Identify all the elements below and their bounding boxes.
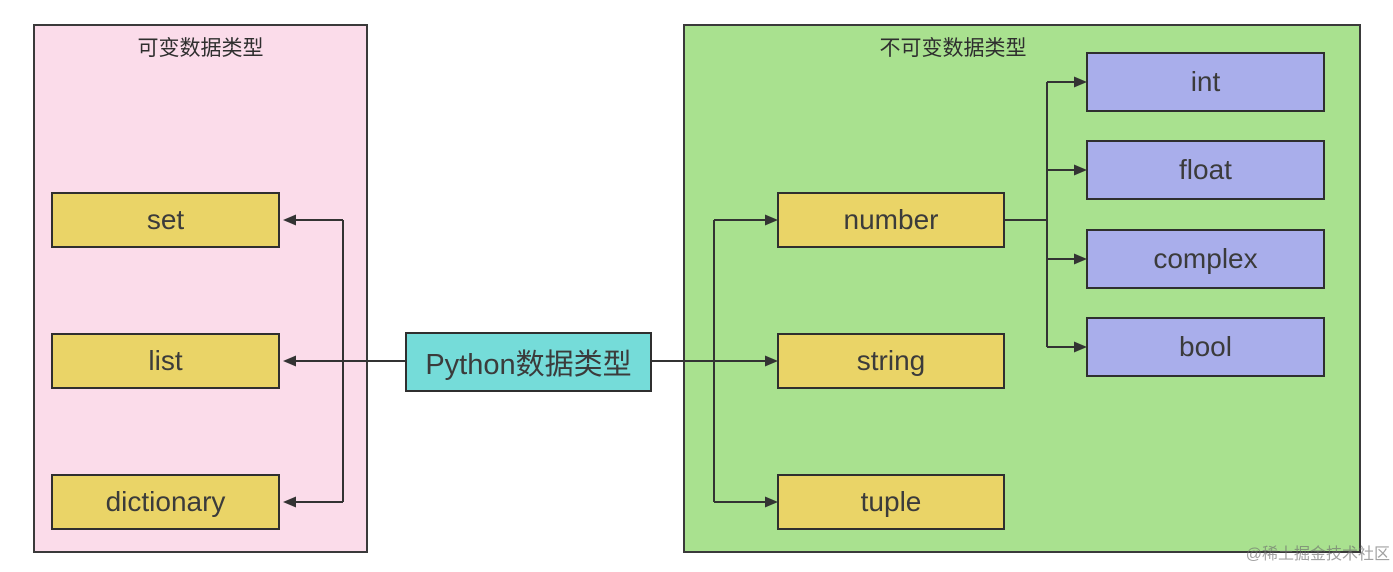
mutable-types-group <box>33 24 368 553</box>
node-float: float <box>1086 140 1325 200</box>
node-number: number <box>777 192 1005 248</box>
immutable-group-title: 不可变数据类型 <box>879 37 1027 60</box>
node-int: int <box>1086 52 1325 112</box>
watermark: @稀土掘金技术社区 <box>1245 546 1390 563</box>
node-set: set <box>51 192 280 248</box>
node-bool: bool <box>1086 317 1325 377</box>
node-python-data-types-root: Python数据类型 <box>405 332 652 392</box>
mutable-group-title: 可变数据类型 <box>137 37 264 60</box>
node-tuple: tuple <box>777 474 1005 530</box>
node-dictionary: dictionary <box>51 474 280 530</box>
node-complex: complex <box>1086 229 1325 289</box>
node-list: list <box>51 333 280 389</box>
node-string: string <box>777 333 1005 389</box>
